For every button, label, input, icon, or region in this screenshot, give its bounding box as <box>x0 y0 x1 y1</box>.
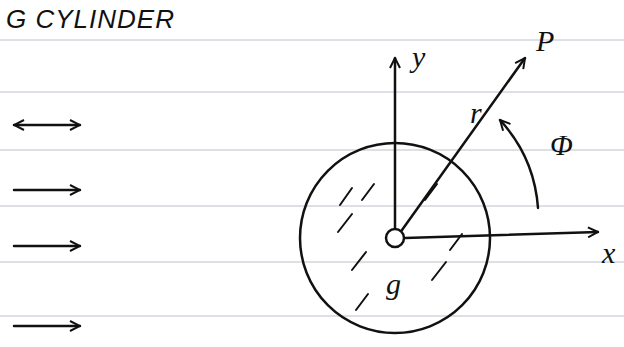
cylinder-outline <box>298 141 492 335</box>
angle-label: Φ <box>550 130 573 160</box>
flow-arrows <box>14 125 80 326</box>
ruled-lines <box>0 40 624 316</box>
axis-label: x <box>602 238 615 268</box>
point-label: P <box>536 26 554 56</box>
radius-label: r <box>470 98 482 128</box>
axis-label: y <box>412 42 425 72</box>
center-label: g <box>386 269 401 299</box>
page-title: G CYLINDER <box>6 6 175 32</box>
cylinder-circle: g <box>298 141 492 335</box>
hatching <box>338 184 462 310</box>
axes <box>386 58 598 247</box>
